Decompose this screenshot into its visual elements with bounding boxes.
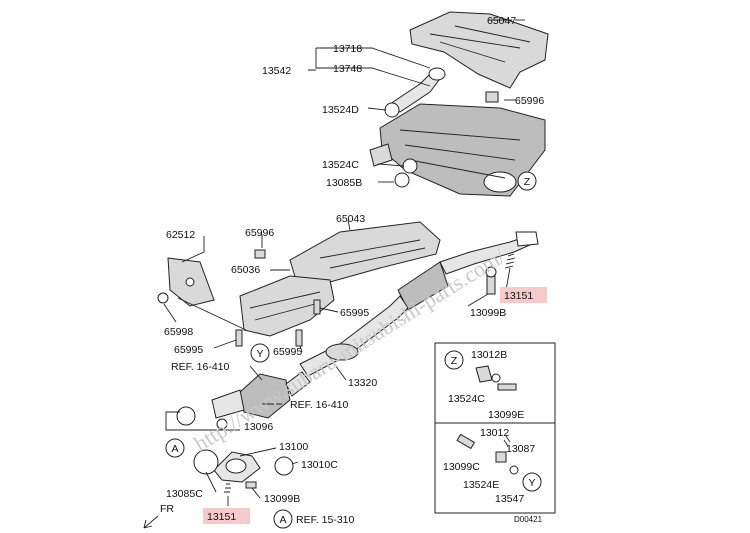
label-13087: 13087 xyxy=(506,443,535,455)
label-13012: 13012 xyxy=(480,427,509,439)
marker-z-detail: Z xyxy=(444,350,464,370)
highlight-13151-lower xyxy=(203,508,250,524)
heat-shield-65036 xyxy=(239,275,335,337)
label-13099B-lower: 13099B xyxy=(264,493,300,505)
bolt-13099B-lower xyxy=(245,481,257,489)
marker-a-ref: A xyxy=(273,509,293,529)
label-13524C-detail: 13524C xyxy=(448,393,485,405)
label-65995-c: 65995 xyxy=(273,346,302,358)
label-62512: 62512 xyxy=(166,229,195,241)
gasket-13085C xyxy=(193,449,219,475)
label-13547: 13547 xyxy=(495,493,524,505)
svg-text:A: A xyxy=(279,514,286,526)
marker-a-left: A xyxy=(165,438,185,458)
diagram-id: D00421 xyxy=(514,515,543,524)
label-13085C: 13085C xyxy=(166,488,203,500)
label-65996-mid: 65996 xyxy=(245,227,274,239)
front-direction-arrow: FR xyxy=(143,503,174,529)
label-65047: 65047 xyxy=(487,15,516,27)
label-65043: 65043 xyxy=(336,213,365,225)
front-catalyst xyxy=(211,371,311,419)
label-65036: 65036 xyxy=(231,264,260,276)
leader-lines xyxy=(163,19,525,506)
label-13524E: 13524E xyxy=(463,479,499,491)
label-13748: 13748 xyxy=(333,63,362,75)
label-13524C: 13524C xyxy=(322,159,359,171)
gasket-13085B xyxy=(394,172,410,188)
svg-text:Z: Z xyxy=(451,355,458,367)
svg-text:Y: Y xyxy=(256,348,263,360)
hanger-13524D xyxy=(384,102,400,118)
label-65995-a: 65995 xyxy=(340,307,369,319)
svg-text:Z: Z xyxy=(524,176,531,188)
label-13099B: 13099B xyxy=(470,307,506,319)
marker-z-main: Z xyxy=(517,171,537,191)
label-13151-upper: 13151 xyxy=(504,290,533,302)
bolt-65998 xyxy=(157,292,169,304)
label-13099E: 13099E xyxy=(488,409,524,421)
label-65995-b: 65995 xyxy=(174,344,203,356)
heat-shield-65047 xyxy=(409,11,549,89)
label-ref-16-410-a: REF. 16-410 xyxy=(171,361,230,373)
label-13096: 13096 xyxy=(244,421,273,433)
svg-text:FR: FR xyxy=(160,503,174,515)
label-13010C: 13010C xyxy=(301,459,338,471)
label-13085B: 13085B xyxy=(326,177,362,189)
rubber-mount-65996 xyxy=(485,91,499,103)
catalytic-converter-mid xyxy=(299,261,449,377)
label-ref-16-410-b: REF. 16-410 xyxy=(290,399,349,411)
label-ref-15-310: REF. 15-310 xyxy=(296,514,355,526)
label-65996-top: 65996 xyxy=(515,95,544,107)
mount-65996-b xyxy=(254,249,266,259)
svg-text:Y: Y xyxy=(528,477,535,489)
marker-y-detail: Y xyxy=(522,472,542,492)
heat-shield-65043 xyxy=(289,221,441,283)
spring-13151 xyxy=(504,253,516,269)
label-13524D: 13524D xyxy=(322,104,359,116)
main-muffler xyxy=(379,67,546,197)
label-13012B: 13012B xyxy=(471,349,507,361)
bracket-62512 xyxy=(167,257,215,307)
label-13320: 13320 xyxy=(348,377,377,389)
label-13718: 13718 xyxy=(333,43,362,55)
marker-y-main: Y xyxy=(250,343,270,363)
label-13099C: 13099C xyxy=(443,461,480,473)
front-pipe-13100 xyxy=(213,451,261,483)
gasket-13010C xyxy=(274,456,294,476)
label-13542: 13542 xyxy=(262,65,291,77)
gasket-13096 xyxy=(176,406,196,426)
svg-text:A: A xyxy=(171,443,178,455)
label-13100: 13100 xyxy=(279,441,308,453)
label-65998: 65998 xyxy=(164,326,193,338)
label-13151-lower: 13151 xyxy=(207,511,236,523)
highlight-13151-upper xyxy=(500,287,547,303)
